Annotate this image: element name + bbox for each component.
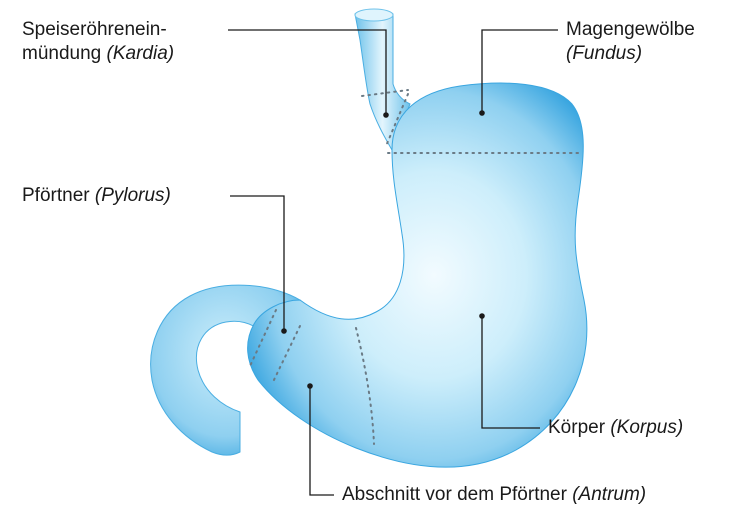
pointer-dot-antrum <box>307 383 313 389</box>
pointer-dot-pylorus <box>281 328 287 334</box>
pointer-dot-fundus <box>479 110 485 116</box>
label-antrum-latin: (Antrum) <box>572 484 646 505</box>
pointer-dot-korpus <box>479 313 485 319</box>
label-pylorus: Pförtner (Pylorus) <box>22 184 171 208</box>
pointer-dot-kardia <box>383 112 389 118</box>
label-fundus-german: Magengewölbe <box>566 18 695 42</box>
label-pylorus-german: Pförtner <box>22 185 90 206</box>
esophagus-opening <box>355 9 393 21</box>
label-kardia-line2: mündung (Kardia) <box>22 42 174 66</box>
label-fundus-latin: (Fundus) <box>566 43 642 64</box>
label-antrum: Abschnitt vor dem Pförtner (Antrum) <box>342 483 646 507</box>
stomach-body-shape <box>248 83 587 467</box>
label-fundus: Magengewölbe (Fundus) <box>566 18 695 66</box>
label-korpus: Körper (Korpus) <box>548 416 683 440</box>
label-korpus-german: Körper <box>548 417 605 438</box>
label-kardia-line1: Speiseröhrenein- <box>22 18 174 42</box>
label-kardia-german: mündung <box>22 43 101 64</box>
label-korpus-latin: (Korpus) <box>610 417 683 438</box>
label-antrum-german: Abschnitt vor dem Pförtner <box>342 484 567 505</box>
label-kardia: Speiseröhrenein- mündung (Kardia) <box>22 18 174 66</box>
label-pylorus-latin: (Pylorus) <box>95 185 171 206</box>
label-kardia-latin: (Kardia) <box>107 43 175 64</box>
